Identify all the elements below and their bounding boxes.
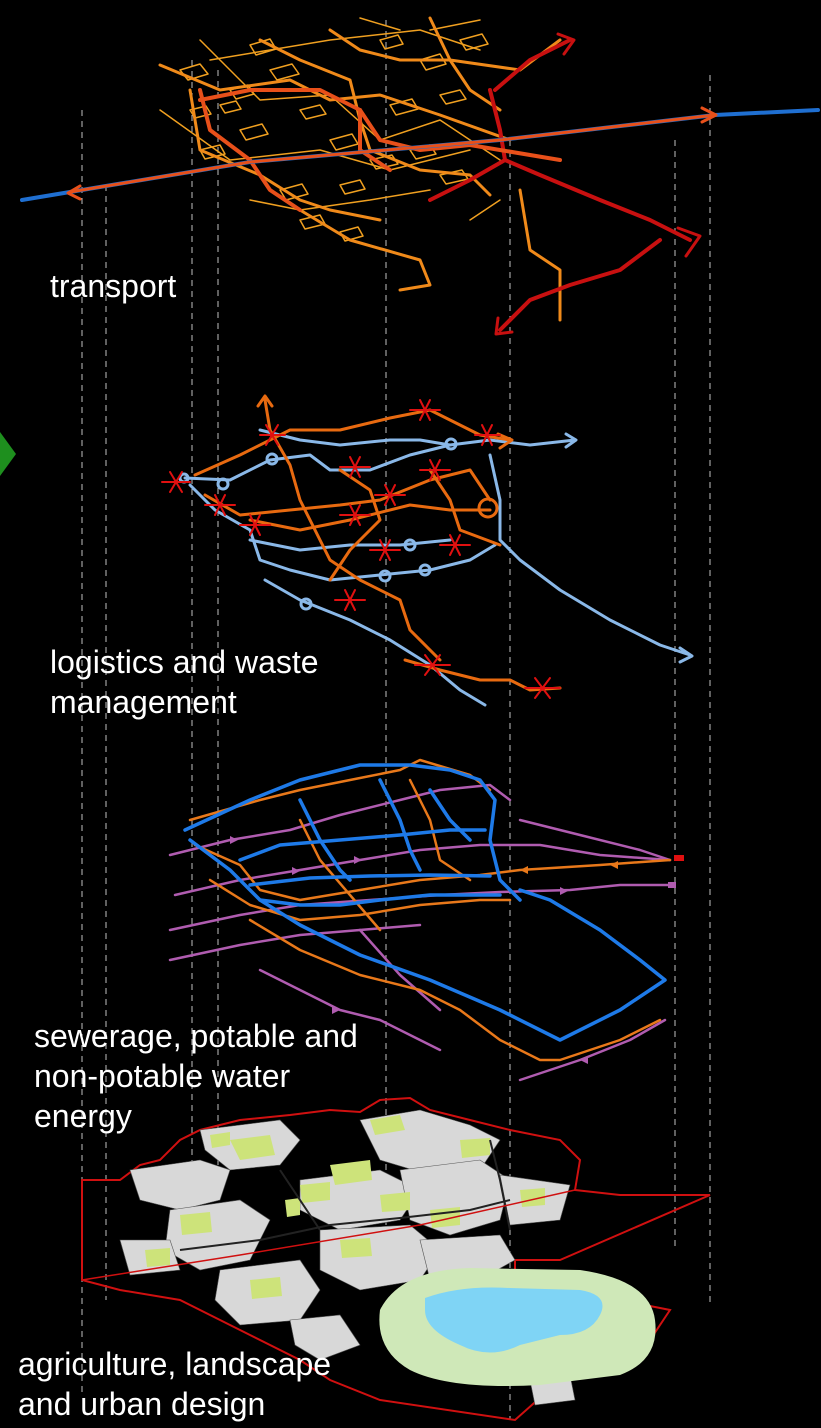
arterial-roads	[158, 16, 562, 322]
agriculture-layer-label: agriculture, landscape and urban design	[18, 1346, 332, 1422]
logistics-arrowheads	[256, 394, 514, 450]
highway-overlay	[68, 113, 717, 194]
facility-markers	[161, 399, 561, 699]
energy-terminal	[674, 855, 684, 861]
regional-arrowheads	[494, 32, 702, 336]
agri-roads	[179, 1139, 511, 1251]
transport-layer	[20, 16, 820, 336]
logistics-hub	[477, 497, 499, 519]
green-spaces	[145, 1115, 545, 1299]
agriculture-layer	[81, 1096, 711, 1422]
potable-lines	[183, 763, 667, 1042]
boundary-inner	[81, 1189, 576, 1281]
arrow-right-icon[interactable]	[0, 432, 16, 476]
regional-roads	[428, 38, 692, 332]
logistics-layer	[161, 394, 694, 707]
logistics-layer-label: logistics and waste management	[50, 644, 319, 720]
water-energy-layer-label: sewerage, potable and non-potable water …	[34, 1018, 358, 1134]
municipal-boundary	[81, 1096, 711, 1422]
transport-arrowheads	[66, 106, 718, 201]
lake	[425, 1287, 603, 1353]
flow-arrows-orange	[520, 861, 618, 874]
sewerage-terminal	[668, 882, 676, 888]
non-potable-lines	[188, 758, 672, 1062]
highway	[20, 108, 820, 202]
waste-nodes	[178, 437, 458, 611]
transport-layer-label: transport	[50, 268, 177, 304]
guide-lines	[81, 20, 711, 1420]
waste-arrowheads	[564, 432, 694, 664]
water-energy-layer	[168, 758, 684, 1082]
waste-routes	[183, 428, 692, 707]
flow-arrows	[230, 836, 588, 1064]
